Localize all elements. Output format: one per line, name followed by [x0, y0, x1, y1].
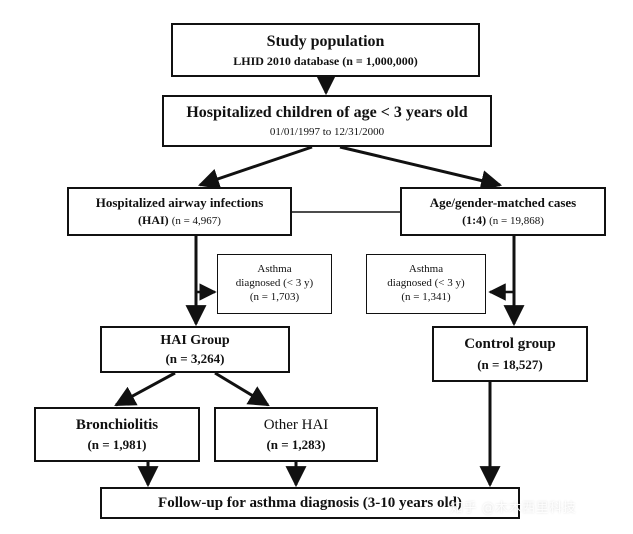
- control-group-box: Control group (n = 18,527): [432, 326, 588, 382]
- matched-title: Age/gender-matched cases: [429, 194, 577, 210]
- hai-group-box: HAI Group (n = 3,264): [100, 326, 290, 373]
- asthma-right-box: Asthma diagnosed (< 3 y) (n = 1,341): [366, 254, 486, 314]
- study-population-title: Study population: [266, 32, 385, 50]
- matched-count: (n = 19,868): [489, 214, 544, 227]
- hai-box: Hospitalized airway infections (HAI) (n …: [67, 187, 292, 236]
- asthma-right-line3: (n = 1,341): [401, 290, 451, 303]
- asthma-right-line2: diagnosed (< 3 y): [387, 277, 465, 290]
- watermark: 知乎 @木木西里科技: [450, 501, 577, 516]
- hai-group-title: HAI Group: [160, 332, 230, 348]
- asthma-left-line2: diagnosed (< 3 y): [235, 277, 314, 290]
- arrow-children-to-hai: [198, 145, 313, 189]
- hai-group-count: (n = 3,264): [165, 351, 225, 367]
- study-population-box: Study population LHID 2010 database (n =…: [171, 23, 480, 77]
- asthma-left-box: Asthma diagnosed (< 3 y) (n = 1,703): [217, 254, 332, 314]
- hai-title: Hospitalized airway infections: [95, 194, 264, 210]
- bronchiolitis-box: Bronchiolitis (n = 1,981): [34, 407, 200, 462]
- hospitalized-children-box: Hospitalized children of age < 3 years o…: [162, 95, 492, 147]
- hai-abbr: (HAI): [138, 212, 169, 227]
- bronchiolitis-title: Bronchiolitis: [75, 416, 159, 433]
- bronchiolitis-count: (n = 1,981): [87, 437, 147, 453]
- control-group-count: (n = 18,527): [477, 356, 543, 372]
- other-hai-count: (n = 1,283): [266, 437, 326, 453]
- asthma-left-line1: Asthma: [257, 263, 292, 276]
- hai-count-line: (HAI) (n = 4,967): [138, 213, 221, 229]
- followup-box: Follow-up for asthma diagnosis (3-10 yea…: [100, 487, 520, 519]
- control-group-title: Control group: [464, 336, 556, 352]
- hospitalized-children-dates: 01/01/1997 to 12/31/2000: [269, 125, 385, 138]
- arrow-group-to-other: [214, 371, 270, 407]
- hospitalized-children-title: Hospitalized children of age < 3 years o…: [186, 103, 468, 121]
- asthma-right-line1: Asthma: [408, 263, 444, 276]
- followup-label: Follow-up for asthma diagnosis (3-10 yea…: [158, 494, 462, 511]
- other-hai-title: Other HAI: [263, 416, 329, 433]
- study-population-subtitle: LHID 2010 database (n = 1,000,000): [233, 53, 418, 68]
- other-hai-box: Other HAI (n = 1,283): [214, 407, 378, 462]
- arrow-children-to-matched: [339, 145, 503, 191]
- asthma-left-line3: (n = 1,703): [249, 290, 300, 303]
- hai-count: (n = 4,967): [171, 214, 221, 227]
- matched-cases-box: Age/gender-matched cases (1:4) (n = 19,8…: [400, 187, 606, 236]
- matched-count-line: (1:4) (n = 19,868): [462, 213, 544, 229]
- matched-ratio: (1:4): [462, 212, 487, 227]
- arrow-group-to-bronchiolitis: [114, 371, 176, 407]
